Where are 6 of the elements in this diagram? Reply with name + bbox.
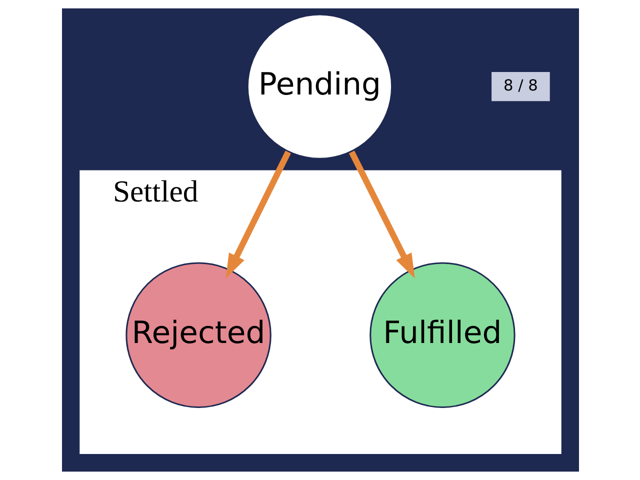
node-circle: Pending xyxy=(246,14,392,160)
label: 8 / 8 xyxy=(502,76,538,94)
node-circle: Fulfilled xyxy=(369,262,515,408)
arrow xyxy=(348,150,414,278)
node-circle: Rejected xyxy=(125,262,271,408)
arrow xyxy=(225,150,290,278)
